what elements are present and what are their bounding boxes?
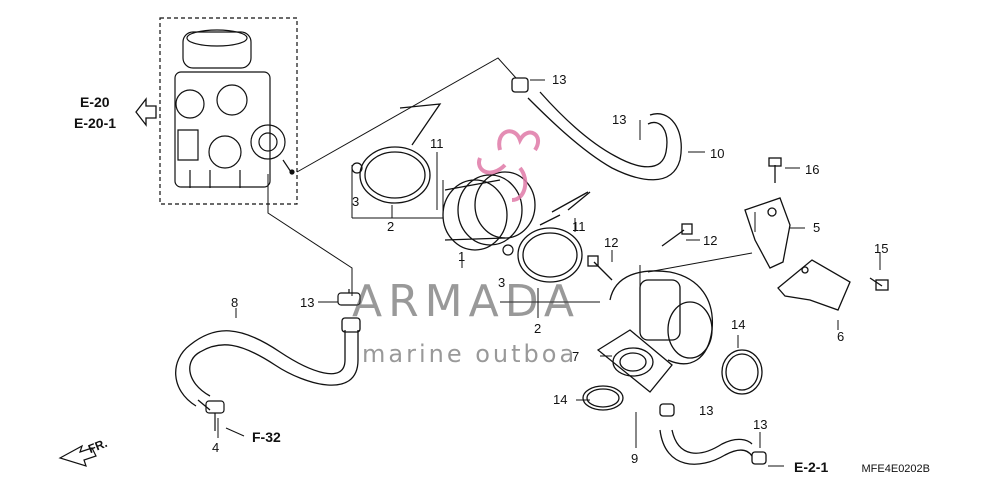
part-6[interactable]: 6: [837, 329, 845, 344]
label-leaders: [217, 79, 881, 467]
part-2-upper[interactable]: 2: [387, 219, 395, 234]
diagram-code: MFE4E0202B: [861, 463, 930, 475]
part-11-upper[interactable]: 11: [430, 136, 444, 151]
ref-e2-1[interactable]: E-2-1: [794, 459, 829, 475]
bracket-5: [744, 197, 791, 269]
part-13-bottom[interactable]: 13: [753, 417, 768, 432]
clamp-4: [205, 400, 225, 431]
part-14-right[interactable]: 14: [731, 317, 746, 332]
part-11-lower[interactable]: 11: [572, 219, 586, 234]
clamp-band-11-upper: [359, 103, 442, 204]
part-10[interactable]: 10: [710, 146, 725, 161]
part-3-upper[interactable]: 3: [352, 194, 360, 209]
part-5[interactable]: 5: [813, 220, 821, 235]
bolts: [567, 157, 889, 291]
part-12-right[interactable]: 12: [703, 233, 718, 248]
watermark-logo-icon: [477, 129, 540, 202]
part-13-mid[interactable]: 13: [699, 403, 714, 418]
part-1[interactable]: 1: [458, 249, 466, 264]
part-13-top[interactable]: 13: [552, 72, 567, 87]
manifold-7: [596, 270, 714, 393]
watermark-tagline: marine outboa: [362, 340, 578, 368]
o-ring-14: [582, 349, 763, 411]
part-13-upper[interactable]: 13: [612, 112, 627, 127]
part-7[interactable]: 7: [572, 349, 580, 364]
part-14-left[interactable]: 14: [553, 392, 568, 407]
leader-lines: [267, 57, 756, 303]
part-13-left[interactable]: 13: [300, 295, 315, 310]
part-8[interactable]: 8: [231, 295, 239, 310]
part-12-left[interactable]: 12: [604, 235, 619, 250]
front-arrow-icon: [58, 444, 97, 467]
ref-e20[interactable]: E-20: [80, 94, 110, 110]
stay-6: [777, 259, 851, 311]
watermark-brand: ARMADA: [352, 276, 580, 327]
carburetor-assembly: [159, 17, 298, 205]
clamp-13-left: [337, 289, 361, 306]
clamp-band-11-lower: [517, 191, 589, 283]
hose-9: [659, 403, 767, 465]
part-4[interactable]: 4: [212, 440, 220, 455]
ref-e20-1[interactable]: E-20-1: [74, 115, 117, 131]
part-2-lower[interactable]: 2: [534, 321, 542, 336]
hose-8: [175, 317, 361, 411]
part-3-lower[interactable]: 3: [498, 275, 506, 290]
arrow-left-icon: [135, 97, 157, 127]
intake-joint-1: [442, 171, 536, 251]
ref-f32[interactable]: F-32: [252, 429, 281, 445]
screw-3: [351, 162, 514, 256]
part-15[interactable]: 15: [874, 241, 889, 256]
part-16[interactable]: 16: [805, 162, 820, 177]
part-9[interactable]: 9: [631, 451, 639, 466]
hose-10: [511, 77, 682, 181]
